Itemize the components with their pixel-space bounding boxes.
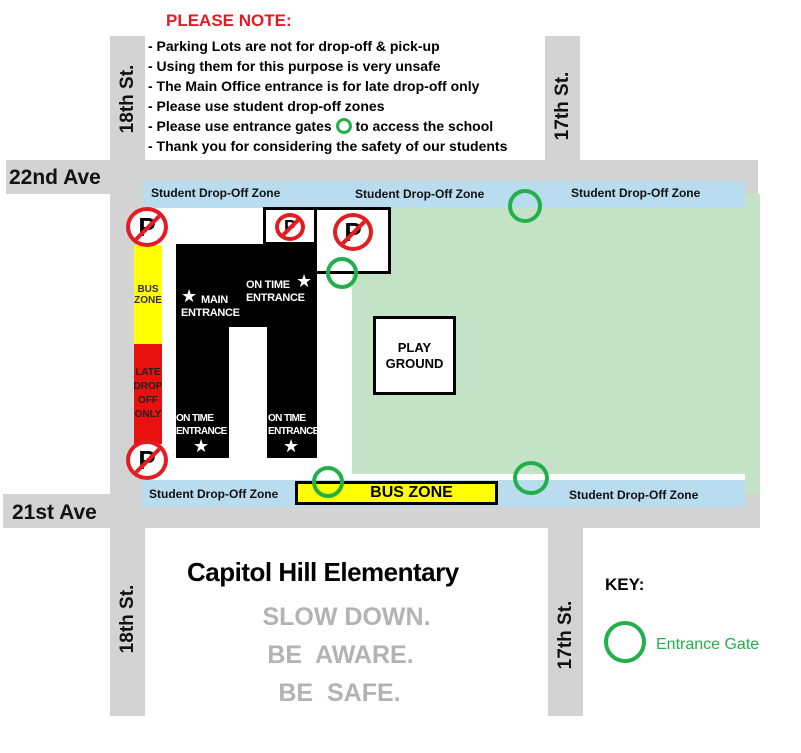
street-label-17th-south: 17th St. bbox=[555, 600, 576, 670]
key-entrance-gate-icon bbox=[604, 621, 646, 663]
on-time-entrance-line: ON TIME bbox=[246, 279, 290, 291]
star-icon: ★ bbox=[296, 271, 313, 291]
key-title: KEY: bbox=[605, 575, 645, 594]
notice-line: - Parking Lots are not for drop-off & pi… bbox=[148, 38, 440, 54]
no-parking-icon: P bbox=[126, 440, 168, 480]
playground: PLAY GROUND bbox=[373, 316, 456, 395]
road-17th-st-north bbox=[545, 36, 580, 160]
dropoff-label: Student Drop-Off Zone bbox=[355, 187, 485, 201]
notice-line: - Please use entrance gates to access th… bbox=[148, 116, 507, 136]
dropoff-label: Student Drop-Off Zone bbox=[151, 186, 281, 200]
star-icon: ★ bbox=[283, 436, 300, 456]
on-time-entrance-line: ON TIME bbox=[176, 413, 214, 424]
dropoff-label: Student Drop-Off Zone bbox=[149, 487, 279, 501]
no-parking-glyph: P bbox=[138, 211, 156, 242]
on-time-entrance-line: ENTRANCE bbox=[246, 292, 305, 304]
main-entrance-line: MAIN bbox=[201, 294, 228, 306]
late-dropoff-label: ONLY bbox=[134, 409, 162, 420]
slogan-line: BE AWARE. bbox=[267, 641, 414, 669]
dropoff-label: Student Drop-Off Zone bbox=[571, 186, 701, 200]
no-parking-icon: P bbox=[126, 207, 168, 247]
notice-line: - Thank you for considering the safety o… bbox=[148, 138, 508, 154]
road-22nd-ave-left bbox=[6, 160, 110, 194]
on-time-entrance-line: ENTRANCE bbox=[176, 426, 227, 437]
no-parking-glyph: P bbox=[283, 216, 296, 237]
gate-icon bbox=[335, 118, 352, 134]
bus-zone-south-label: BUS ZONE bbox=[370, 484, 453, 501]
star-icon: ★ bbox=[193, 436, 210, 456]
dropoff-zone-north bbox=[143, 181, 745, 208]
late-dropoff-label: LATE bbox=[135, 367, 161, 378]
entrance-gate-icon bbox=[508, 189, 542, 223]
no-parking-glyph: P bbox=[138, 444, 156, 475]
dropoff-label: Student Drop-Off Zone bbox=[569, 488, 699, 502]
school-name: Capitol Hill Elementary bbox=[187, 557, 459, 587]
late-dropoff-label: OFF bbox=[138, 395, 158, 406]
road-21st-ave-left bbox=[3, 494, 143, 528]
street-label-21st-ave: 21st Ave bbox=[12, 501, 97, 524]
main-entrance-label: MAIN ENTRANCE bbox=[181, 294, 240, 320]
road-18th-st-south bbox=[110, 528, 145, 716]
entrance-gate-icon bbox=[312, 466, 344, 498]
playground-label: PLAY bbox=[397, 339, 432, 355]
notice-line-part: to access the school bbox=[355, 118, 494, 134]
road-18th-st-north bbox=[110, 36, 145, 160]
road-17th-st-south bbox=[548, 528, 583, 716]
late-dropoff-label: DROP bbox=[133, 381, 163, 392]
notice-line: - Using them for this purpose is very un… bbox=[148, 58, 441, 74]
entrance-gate-icon bbox=[513, 461, 549, 495]
slogan-line: SLOW DOWN. bbox=[262, 603, 431, 631]
on-time-entrance-line: ON TIME bbox=[268, 413, 306, 424]
school-building-east-wing bbox=[267, 244, 317, 458]
slogan-line: BE SAFE. bbox=[278, 679, 401, 707]
notice-line: - The Main Office entrance is for late d… bbox=[148, 78, 480, 94]
no-parking-icon: P bbox=[275, 213, 305, 241]
street-label-22nd-ave: 22nd Ave bbox=[9, 166, 101, 189]
green-field-edge bbox=[745, 194, 760, 494]
on-time-entrance-label-west: ON TIME ENTRANCE bbox=[176, 412, 227, 438]
no-parking-icon: P bbox=[333, 213, 373, 251]
notice-list: - Parking Lots are not for drop-off & pi… bbox=[148, 36, 507, 156]
late-dropoff-zone: LATE DROP OFF ONLY bbox=[134, 344, 162, 444]
on-time-entrance-label-east: ON TIME ENTRANCE bbox=[268, 412, 319, 438]
bus-zone-west-label: BUS bbox=[137, 284, 159, 295]
on-time-entrance-label-north: ON TIME ENTRANCE bbox=[246, 279, 305, 305]
bus-zone-west-label: ZONE bbox=[134, 295, 162, 306]
notice-line-part: - Please use entrance gates bbox=[148, 118, 332, 134]
main-entrance-line: ENTRANCE bbox=[181, 307, 240, 319]
star-icon: ★ bbox=[181, 286, 198, 306]
street-label-17th-north: 17th St. bbox=[552, 71, 573, 141]
bus-zone-west: BUS ZONE bbox=[134, 245, 162, 345]
street-label-18th-north: 18th St. bbox=[117, 64, 138, 134]
slogan: SLOW DOWN. BE AWARE. BE SAFE. bbox=[145, 598, 548, 712]
notice-line: - Please use student drop-off zones bbox=[148, 98, 385, 114]
on-time-entrance-line: ENTRANCE bbox=[268, 426, 319, 437]
notice-title: PLEASE NOTE: bbox=[166, 11, 292, 30]
school-building-west-wing bbox=[176, 244, 229, 458]
playground-label: GROUND bbox=[385, 355, 444, 371]
entrance-gate-icon bbox=[326, 257, 358, 289]
no-parking-glyph: P bbox=[344, 216, 362, 247]
key-entrance-gate-label: Entrance Gate bbox=[656, 636, 760, 653]
